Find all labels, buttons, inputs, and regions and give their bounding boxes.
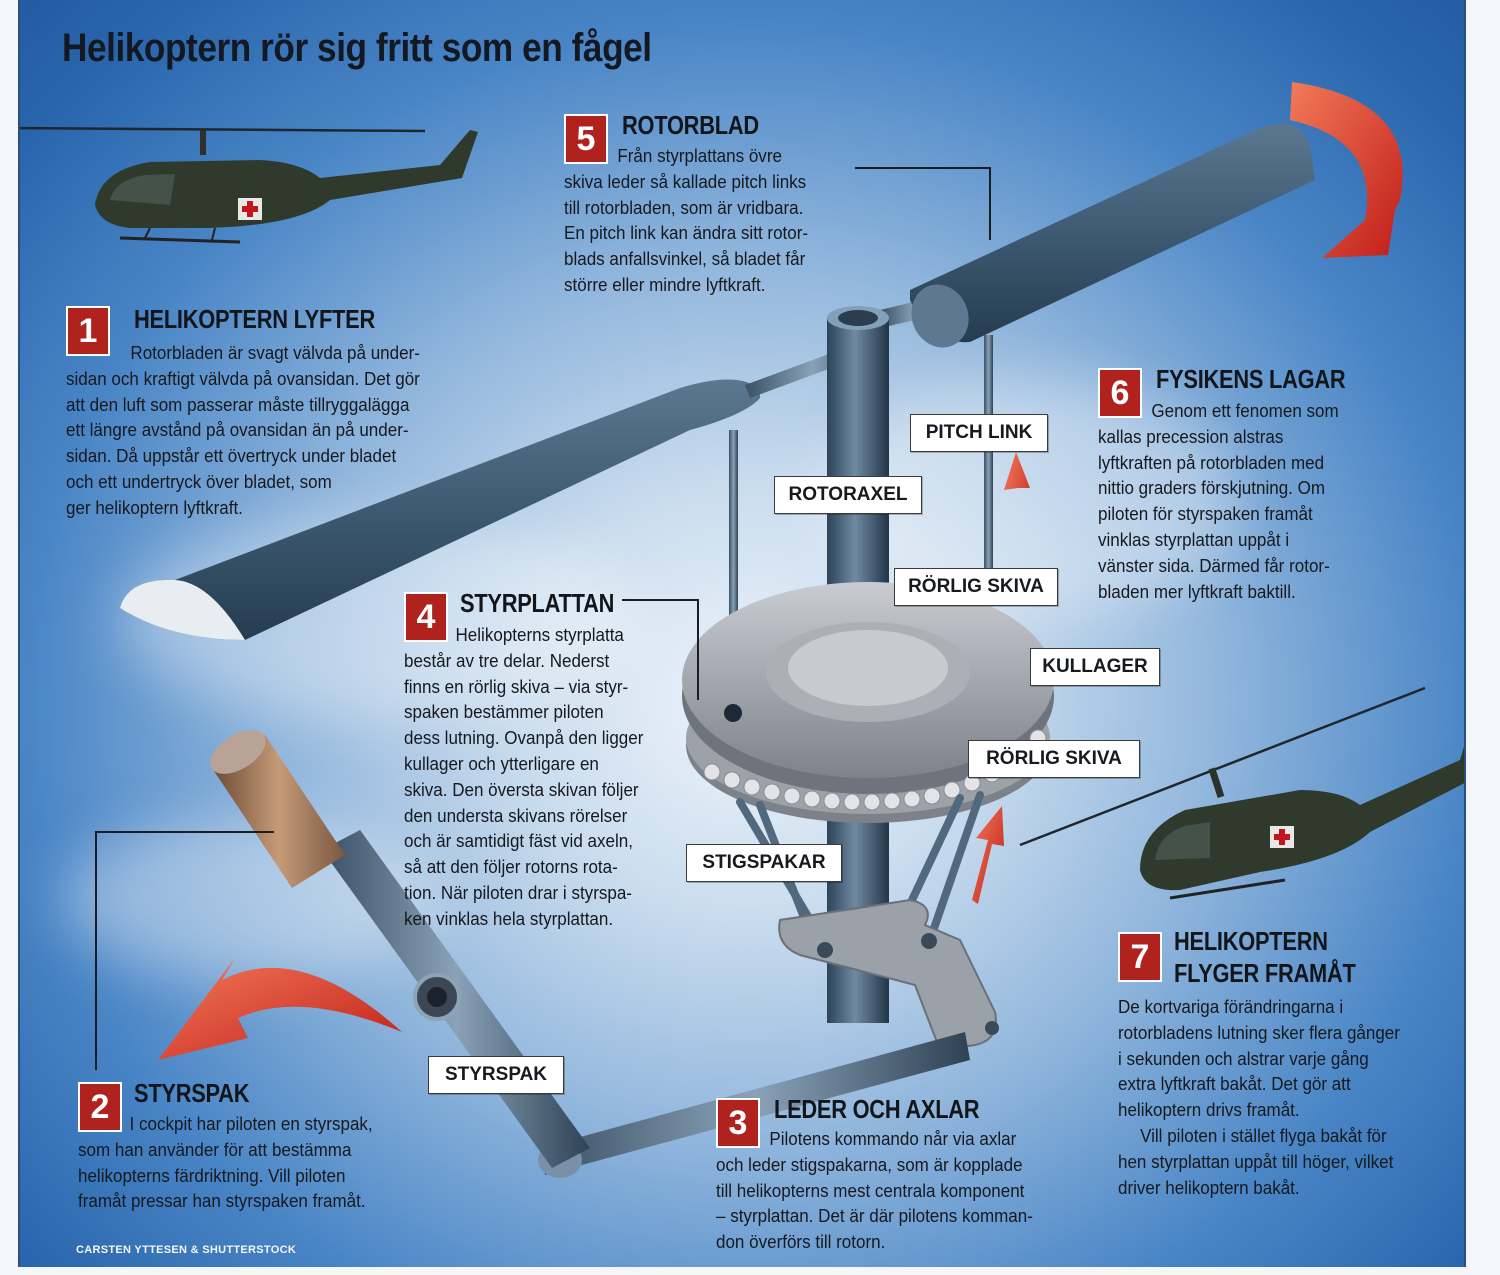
section-number-5: 5	[564, 114, 608, 164]
linkage-bracket	[778, 898, 997, 1052]
label-styrspak: STYRSPAK	[428, 1056, 564, 1094]
helicopter-top-left	[11, 126, 478, 244]
rotation-arrow-bottom	[158, 958, 402, 1060]
frame-left	[0, 0, 20, 1275]
rotor-blade-right	[910, 124, 1315, 343]
label-pitch-link: PITCH LINK	[910, 414, 1048, 452]
section-number-7: 7	[1118, 932, 1162, 982]
section-number-3: 3	[716, 1098, 760, 1148]
section-body-1: Rotorbladen är svagt välvda på under- si…	[66, 342, 420, 518]
section-title-2: STYRSPAK	[134, 1078, 250, 1108]
label-rorlig-skiva-top: RÖRLIG SKIVA	[894, 568, 1058, 606]
section-body-6: Genom ett fenomen som kallas precession …	[1098, 400, 1339, 602]
label-kullager: KULLAGER	[1030, 648, 1160, 686]
leader-rotorblad	[855, 167, 991, 240]
page-title: Helikoptern rör sig fritt som en fågel	[62, 26, 652, 70]
section-title-6: FYSIKENS LAGAR	[1156, 364, 1346, 394]
section-title-7b: FLYGER FRAMÅT	[1174, 958, 1356, 988]
frame-bottom	[0, 1267, 1500, 1275]
section-body-2: I cockpit har piloten en styrspak, som h…	[78, 1113, 373, 1212]
section-body-7: De kortvariga förändringarna i rotorblad…	[1118, 996, 1400, 1198]
up-arrow-pushrod	[972, 806, 1004, 904]
up-arrow-pitch-link	[1004, 452, 1030, 572]
section-title-3: LEDER OCH AXLAR	[774, 1094, 980, 1124]
rotor-blade-left	[120, 379, 760, 640]
section-number-1: 1	[66, 306, 110, 356]
section-number-6: 6	[1098, 368, 1142, 418]
section-title-1: HELIKOPTERN LYFTER	[134, 304, 375, 334]
helicopter-bottom-right	[1019, 686, 1488, 900]
leader-styrspak	[95, 831, 274, 1070]
frame-right	[1464, 0, 1500, 1275]
section-title-5: ROTORBLAD	[622, 110, 759, 140]
section-body-3: Pilotens kommando når via axlar och lede…	[716, 1128, 1033, 1253]
section-number-2: 2	[78, 1082, 122, 1132]
section-body-4: Helikopterns styrplatta består av tre de…	[404, 624, 644, 929]
label-rotoraxel: ROTORAXEL	[774, 476, 922, 514]
section-title-7a: HELIKOPTERN	[1174, 926, 1328, 956]
pitch-link-rod-right	[984, 335, 993, 575]
section-body-5: Från styrplattans övre skiva leder så ka…	[564, 145, 809, 295]
section-number-4: 4	[404, 592, 448, 642]
label-stigspakar: STIGSPAKAR	[686, 844, 842, 882]
label-rorlig-skiva-bottom: RÖRLIG SKIVA	[968, 740, 1140, 778]
image-credit: CARSTEN YTTESEN & SHUTTERSTOCK	[76, 1244, 297, 1256]
leader-styrplattan	[622, 599, 699, 700]
swashplate	[682, 582, 1054, 823]
rotation-arrow-top	[1290, 82, 1403, 258]
section-title-4: STYRPLATTAN	[460, 588, 615, 618]
pitch-link-rod-left	[729, 430, 738, 715]
